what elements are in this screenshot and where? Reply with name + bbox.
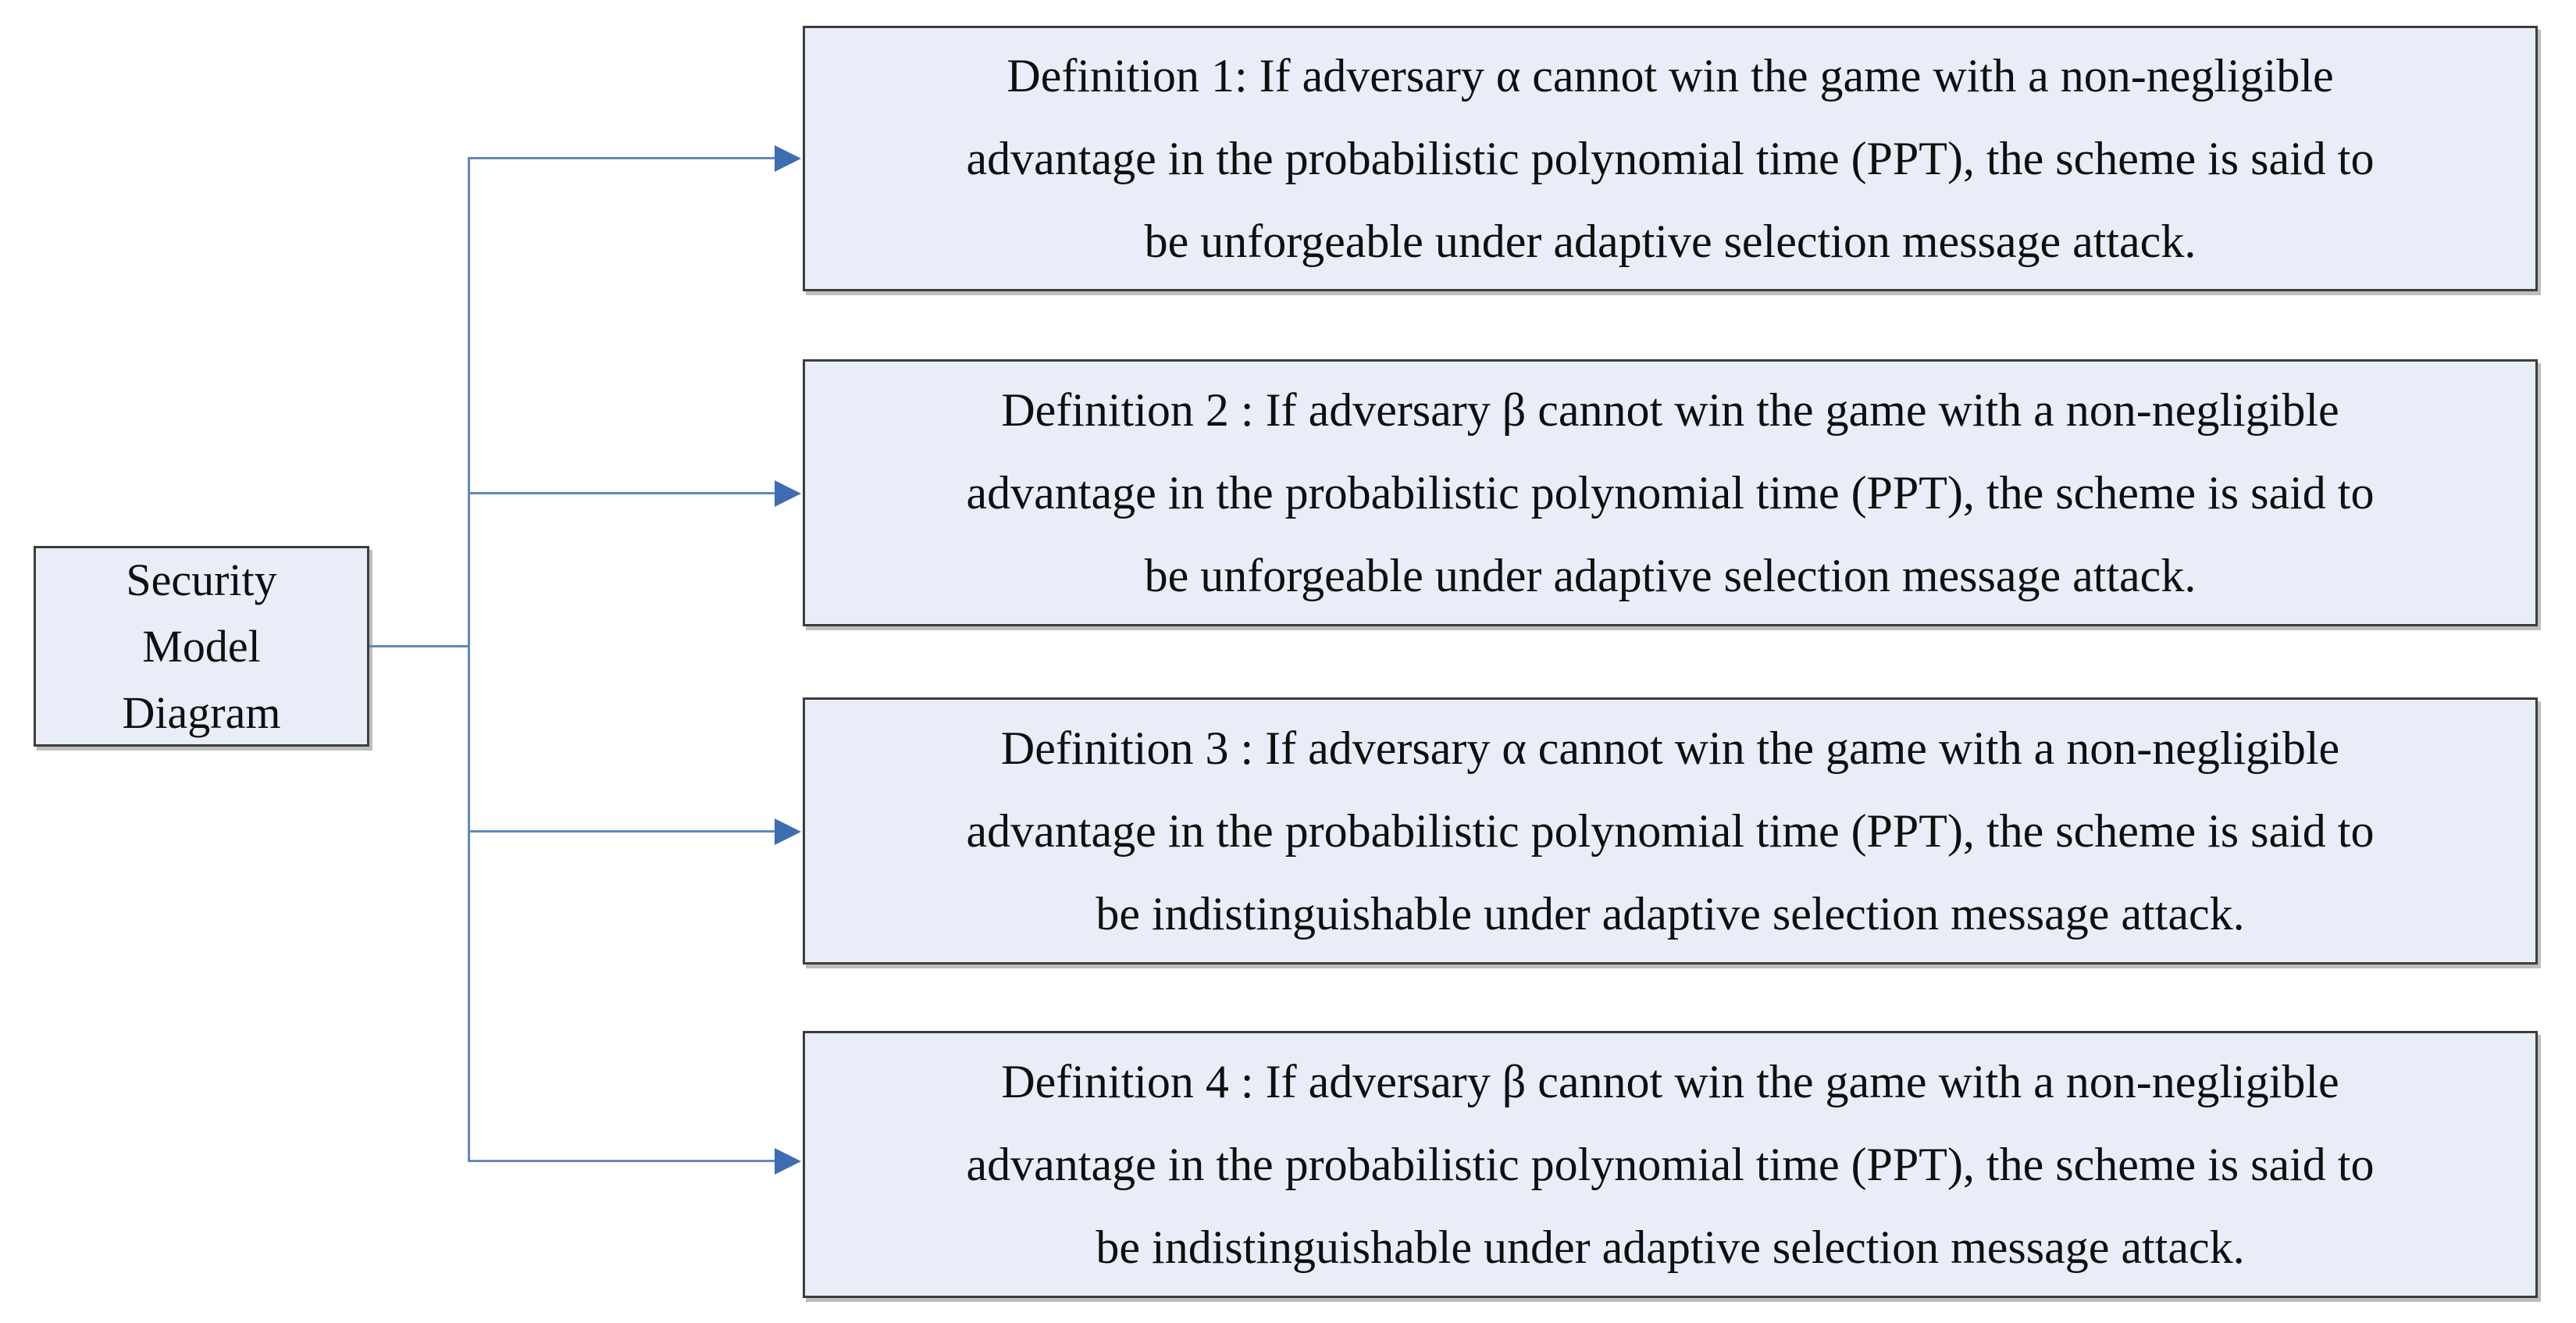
definition-3-box: Definition 3 : If adversary α cannot win… <box>803 697 2538 965</box>
root-box-line: Diagram <box>122 687 281 738</box>
root-box-security-model-diagram: Security Model Diagram <box>34 546 369 747</box>
definition-4-box: Definition 4 : If adversary β cannot win… <box>803 1031 2538 1298</box>
definition-3-line: advantage in the probabilistic polynomia… <box>966 805 2375 857</box>
connector-branch-3 <box>468 830 778 833</box>
definition-2-line: be unforgeable under adaptive selection … <box>1144 550 2197 601</box>
arrow-right-icon <box>775 1148 801 1175</box>
connector-branch-4 <box>468 1160 778 1162</box>
definition-1-line: be unforgeable under adaptive selection … <box>1144 216 2197 267</box>
arrow-right-icon <box>775 145 801 172</box>
definition-2-line: Definition 2 : If adversary β cannot win… <box>1001 384 2339 436</box>
connector-root-stub <box>369 645 469 647</box>
definition-3-line: be indistinguishable under adaptive sele… <box>1096 888 2245 940</box>
arrow-right-icon <box>775 818 801 845</box>
definition-4-line: advantage in the probabilistic polynomia… <box>966 1139 2375 1190</box>
definition-1-box: Definition 1: If adversary α cannot win … <box>803 26 2538 291</box>
connector-branch-2 <box>468 492 778 494</box>
definition-2-line: advantage in the probabilistic polynomia… <box>966 467 2375 519</box>
root-box-line: Model <box>142 621 261 672</box>
definition-4-line: Definition 4 : If adversary β cannot win… <box>1001 1056 2339 1107</box>
definition-3-line: Definition 3 : If adversary α cannot win… <box>1000 722 2340 774</box>
arrow-right-icon <box>775 480 801 507</box>
connector-trunk <box>468 157 470 1162</box>
definition-1-line: Definition 1: If adversary α cannot win … <box>1007 50 2334 102</box>
definition-4-line: be indistinguishable under adaptive sele… <box>1096 1221 2245 1273</box>
root-box-line: Security <box>126 555 277 605</box>
definition-2-box: Definition 2 : If adversary β cannot win… <box>803 359 2538 626</box>
connector-branch-1 <box>468 157 778 159</box>
definition-1-line: advantage in the probabilistic polynomia… <box>966 133 2375 184</box>
